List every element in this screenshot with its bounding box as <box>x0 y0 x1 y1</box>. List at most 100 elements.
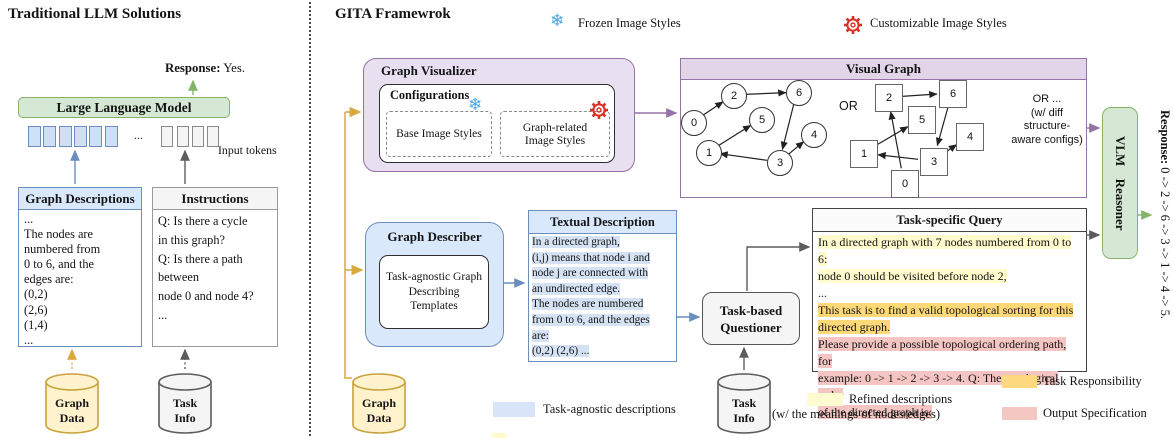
legend-task-agnostic-label: Task-agnostic descriptions <box>543 402 676 416</box>
circle-node: 5 <box>749 107 775 133</box>
query-line: node 0 should be visited before node 2, <box>818 269 1007 283</box>
square-node: 3 <box>920 148 948 176</box>
desc-line: edges are: <box>24 272 74 287</box>
blue-token <box>59 126 72 147</box>
input-tokens-label: Input tokens <box>218 143 277 157</box>
instr-line: in this graph? <box>158 232 225 247</box>
alt-configs-note: OR ... (w/ diff structure- aware configs… <box>1011 93 1083 146</box>
legend-task-responsibility-swatch <box>1002 375 1037 388</box>
textual-line: an undirected edge. <box>532 282 621 295</box>
cylinder-shape <box>158 373 212 434</box>
customizable-styles-label: Customizable Image Styles <box>870 16 1007 30</box>
legend-output-specification-label: Output Specification <box>1043 406 1147 420</box>
legend-refined-swatch <box>807 393 843 406</box>
square-node: 1 <box>850 140 878 168</box>
vlm-reasoner-label: VLM Reasoner <box>1113 135 1128 231</box>
visual-graph-box: Visual Graph <box>680 58 1087 198</box>
desc-line: (1,4) <box>24 317 48 332</box>
cylinder-label: Info <box>174 410 196 425</box>
blue-token <box>28 126 41 147</box>
configurations-box: Configurations Base Image Styles Graph-r… <box>379 84 615 163</box>
instr-line: ... <box>158 307 168 322</box>
circle-node: 3 <box>767 150 793 176</box>
query-line: directed graph. <box>818 320 890 334</box>
textual-line: are: <box>532 329 549 342</box>
square-node: 2 <box>875 84 903 112</box>
square-node: 5 <box>908 106 936 134</box>
task-specific-query-box: Task-specific Query In a directed graph … <box>812 208 1087 419</box>
cylinder-shape <box>45 373 99 434</box>
legend-task-agnostic-swatch <box>493 402 535 417</box>
desc-line: 0 to 6, and the <box>24 257 95 272</box>
gray-token <box>161 126 173 147</box>
textual-line: node j are connected with <box>532 267 649 280</box>
blue-token <box>89 126 102 147</box>
query-line: This task is to find a valid topological… <box>818 303 1074 317</box>
cylinder-label: Data <box>366 410 392 425</box>
gita-section-title: GITA Framewrok <box>335 6 451 22</box>
gray-token <box>207 126 219 147</box>
legend-task-responsibility-label: Task Responsibility <box>1043 374 1142 388</box>
legend-refined-label-line1: Refined descriptions <box>849 392 953 406</box>
desc-line: numbered from <box>24 242 101 257</box>
gray-token <box>192 126 204 147</box>
graph-visualizer-box: Graph Visualizer Configurations Base Ima… <box>363 58 635 172</box>
instructions-box: Instructions Q: Is there a cycle in this… <box>152 187 278 347</box>
traditional-section-title: Traditional LLM Solutions <box>8 6 182 22</box>
gear-icon <box>590 101 608 119</box>
desc-line: The nodes are <box>24 227 93 242</box>
graph-visualizer-title: Graph Visualizer <box>381 63 477 78</box>
desc-line: ... <box>24 332 34 347</box>
circle-node: 6 <box>786 80 812 106</box>
query-line: of the directed graph is: <box>818 405 932 419</box>
graph-descriptions-title: Graph Descriptions <box>19 188 141 210</box>
base-image-styles-box: Base Image Styles <box>386 111 492 157</box>
desc-line: ... <box>24 212 34 226</box>
circle-node: 0 <box>681 110 707 136</box>
graph-edges <box>702 89 958 169</box>
textual-line: from 0 to 6, and the edges <box>532 313 650 326</box>
vlm-response-label: Response: <box>1158 110 1172 165</box>
cylinder-label: Data <box>59 410 85 425</box>
vlm-response-value: 0 -> 2 -> 6 -> 3 -> 1 -> 4 -> 5. <box>1158 164 1172 319</box>
instructions-title: Instructions <box>153 188 277 210</box>
cylinder-label: Info <box>733 410 755 425</box>
describing-templates-box: Task-agnostic Graph Describing Templates <box>379 255 489 329</box>
textual-description-title: Textual Description <box>529 211 676 234</box>
circle-node: 2 <box>721 83 747 109</box>
square-node: 4 <box>956 123 984 151</box>
square-node: 6 <box>939 80 967 108</box>
legend-output-specification-swatch <box>1002 407 1037 420</box>
cylinder-shape <box>717 373 771 434</box>
query-line: ... <box>818 286 827 300</box>
questioner-label: Questioner <box>720 320 782 335</box>
cylinder-label: Graph <box>54 396 89 410</box>
graph-describer-title: Graph Describer <box>387 229 482 244</box>
base-image-styles-label: Base Image Styles <box>396 127 482 141</box>
circle-node: 1 <box>696 140 722 166</box>
blue-token <box>105 126 118 147</box>
circle-node: 4 <box>801 122 827 148</box>
instr-line: node 0 and node 4? <box>158 289 254 304</box>
task-based-questioner-box: Task-based Questioner <box>702 292 800 345</box>
large-language-model-box: Large Language Model <box>18 97 230 118</box>
query-line: Please provide a possible topological or… <box>818 337 1067 368</box>
desc-line: (2,6) <box>24 302 48 317</box>
questioner-label: Task-based <box>719 303 783 318</box>
llm-response-label: Response: <box>165 61 221 75</box>
llm-response-value: Yes. <box>220 61 246 75</box>
or-label: OR <box>839 99 858 113</box>
gear-icon <box>844 16 862 34</box>
textual-line: (i,j) means that node i and <box>532 251 650 264</box>
llm-response-text: Response: Yes. <box>165 61 245 76</box>
desc-line: (0,2) <box>24 287 48 302</box>
frozen-styles-label: Frozen Image Styles <box>578 16 681 30</box>
cylinder-label: Graph <box>361 396 396 410</box>
cylinder-shape <box>352 373 406 434</box>
configurations-title: Configurations <box>390 88 470 102</box>
